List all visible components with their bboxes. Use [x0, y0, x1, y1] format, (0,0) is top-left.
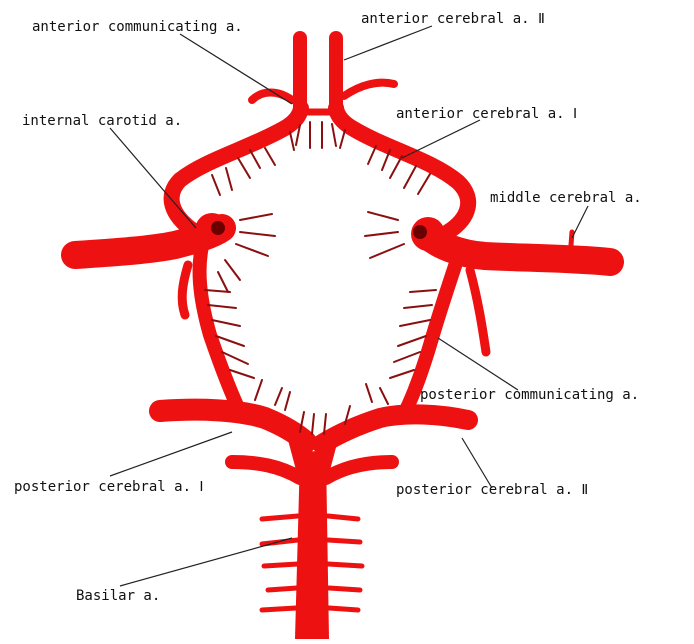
- leader-anterior-communicating: [180, 34, 292, 104]
- middle-cerebral-right: [428, 236, 610, 262]
- label-posterior-communicating: posterior communicating a.: [420, 387, 639, 403]
- anterior-choroidal-left: [182, 265, 188, 315]
- label-internal-carotid: internal carotid a.: [22, 113, 182, 129]
- label-posterior-cerebral-2: posterior cerebral a. Ⅱ: [396, 482, 588, 498]
- carotid-knob-left-hole: [211, 221, 225, 235]
- leader-posterior-cerebral-1: [110, 432, 232, 476]
- leader-posterior-cerebral-2: [462, 438, 492, 488]
- posterior-cerebral-right: [322, 414, 468, 444]
- superior-cerebellar-left: [232, 462, 300, 478]
- label-anterior-cerebral-2: anterior cerebral a. Ⅱ: [361, 11, 545, 27]
- posterior-cerebral-left: [160, 410, 306, 442]
- label-anterior-cerebral-1: anterior cerebral a. Ⅰ: [396, 106, 577, 122]
- anterior-choroidal-right: [470, 270, 486, 352]
- leader-basilar: [120, 538, 292, 586]
- label-anterior-communicating: anterior communicating a.: [32, 19, 243, 35]
- label-basilar: Basilar a.: [76, 588, 160, 604]
- leader-anterior-cerebral-2: [344, 26, 432, 60]
- posterior-communicating-left: [200, 235, 240, 412]
- label-middle-cerebral: middle cerebral a.: [490, 190, 642, 206]
- leader-middle-cerebral: [572, 206, 588, 238]
- leader-posterior-communicating: [438, 338, 518, 390]
- frontal-branch-right: [344, 83, 394, 96]
- perforating-branches: [205, 122, 436, 434]
- frontal-branch-left: [252, 93, 292, 101]
- anterior-cerebral-left-a1: [172, 108, 301, 232]
- carotid-knob-right-hole: [413, 225, 427, 239]
- middle-cerebral-stub: [570, 232, 572, 258]
- anterior-cerebral-right-a1: [336, 108, 468, 232]
- superior-cerebellar-right: [326, 462, 392, 478]
- leader-anterior-cerebral-1: [402, 120, 480, 158]
- label-posterior-cerebral-1: posterior cerebral a. Ⅰ: [14, 479, 204, 495]
